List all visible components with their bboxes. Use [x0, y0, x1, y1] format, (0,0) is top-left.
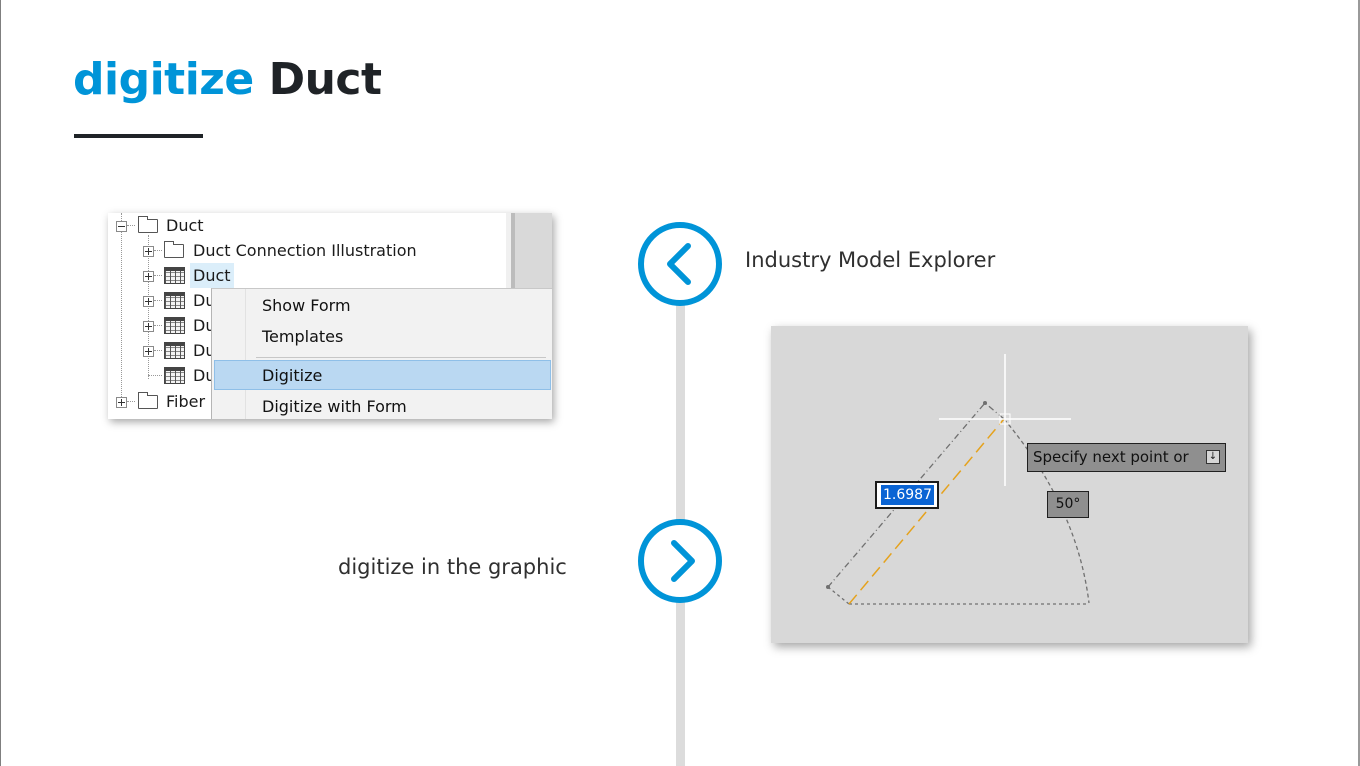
- timeline-node-right: [638, 519, 722, 603]
- folder-icon: [164, 241, 184, 258]
- menu-item-digitize[interactable]: Digitize: [214, 360, 551, 390]
- tree-guide: [121, 231, 123, 403]
- sector-corner: [827, 586, 850, 605]
- table-icon: [164, 267, 185, 284]
- tree-node-label: Du: [193, 316, 216, 335]
- tree-node-du-2[interactable]: Du: [108, 313, 506, 338]
- tree-node-duct[interactable]: Duct: [108, 263, 506, 288]
- cad-prompt-text: Specify next point or: [1033, 448, 1189, 466]
- table-icon: [164, 317, 185, 334]
- tree-guide: [154, 325, 162, 327]
- menu-gutter: [212, 289, 246, 419]
- slide-left-border: [0, 0, 1, 766]
- table-icon: [164, 367, 185, 384]
- tree-node-label: Fiber C: [166, 392, 222, 411]
- expand-icon[interactable]: [143, 271, 154, 282]
- tree-guide: [127, 401, 135, 403]
- menu-item-templates[interactable]: Templates: [214, 322, 551, 352]
- expand-icon[interactable]: [143, 296, 154, 307]
- download-arrow-icon[interactable]: ↓: [1206, 450, 1220, 464]
- angle-tooltip: 50°: [1047, 491, 1089, 518]
- tree-node-fiber[interactable]: Fiber C: [108, 389, 506, 414]
- menu-item-show-form[interactable]: Show Form: [214, 291, 551, 321]
- tree-guide: [127, 225, 135, 227]
- tree-guide: [148, 375, 162, 377]
- title-underline: [74, 134, 203, 138]
- tree-node-label: Duct Connection Illustration: [193, 241, 417, 260]
- tree-node-du-3[interactable]: Du: [108, 338, 506, 363]
- menu-item-label: Show Form: [262, 296, 351, 315]
- sector-edge: [827, 402, 1005, 588]
- tree-node-label: Du: [193, 366, 216, 385]
- crosshair-pickbox: [999, 413, 1011, 425]
- title-rest: Duct: [268, 54, 382, 105]
- expand-icon[interactable]: [116, 397, 127, 408]
- tree-guide: [121, 213, 123, 221]
- expand-icon[interactable]: [143, 321, 154, 332]
- menu-item-label: Digitize with Form: [262, 397, 407, 416]
- folder-icon: [138, 216, 158, 233]
- expand-icon[interactable]: [143, 246, 154, 257]
- menu-item-label: Templates: [262, 327, 344, 346]
- title-highlight: digitize: [73, 54, 254, 105]
- table-icon: [164, 342, 185, 359]
- chevron-right-icon: [671, 540, 695, 582]
- context-menu: Show Form Templates Digitize Digitize wi…: [211, 288, 552, 419]
- tree-node-du-1[interactable]: Du: [108, 288, 506, 313]
- menu-item-digitize-with-form[interactable]: Digitize with Form: [214, 392, 551, 422]
- cad-command-prompt: Specify next point or ↓: [1027, 443, 1226, 472]
- menu-item-label: Digitize: [262, 366, 323, 385]
- cad-drawing-svg: [826, 354, 1090, 605]
- tree-node-duct-root[interactable]: Duct: [108, 213, 506, 238]
- cad-drawing-canvas[interactable]: Specify next point or ↓ 1.6987 50°: [771, 326, 1248, 643]
- tree-guide: [154, 350, 162, 352]
- tree-node-du-4[interactable]: Du: [108, 363, 506, 388]
- chevron-left-icon: [667, 243, 691, 285]
- length-value: 1.6987: [881, 485, 934, 505]
- expand-icon[interactable]: [143, 346, 154, 357]
- tree-node-label: Duct: [166, 216, 204, 235]
- tree-node-duct-connection-illustration[interactable]: Duct Connection Illustration: [108, 238, 506, 263]
- caption-industry-model-explorer: Industry Model Explorer: [745, 248, 996, 272]
- vertex-point: [983, 401, 987, 405]
- tree-node-label: Du: [193, 341, 216, 360]
- length-input[interactable]: 1.6987: [875, 481, 939, 509]
- caption-digitize-graphic: digitize in the graphic: [338, 555, 567, 579]
- tree-guide: [154, 275, 162, 277]
- collapse-icon[interactable]: [116, 221, 127, 232]
- folder-icon: [138, 392, 158, 409]
- tree-guide: [154, 300, 162, 302]
- slide-title: digitize Duct: [73, 52, 382, 108]
- tree-guide: [154, 250, 162, 252]
- tree-node-label: Duct: [190, 263, 234, 288]
- menu-separator: [256, 357, 546, 358]
- vertex-point: [826, 585, 830, 589]
- table-icon: [164, 292, 185, 309]
- slide-right-border: [1358, 0, 1360, 766]
- tree-node-label: Du: [193, 291, 216, 310]
- timeline-node-left: [638, 222, 722, 306]
- dimension-line: [848, 418, 1005, 605]
- tree-guide: [148, 235, 150, 379]
